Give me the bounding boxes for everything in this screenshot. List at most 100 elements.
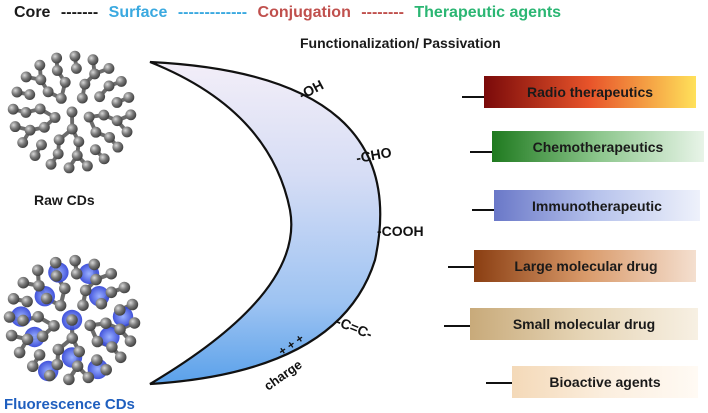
carbon-atom <box>70 62 82 74</box>
header-therapeutic: Therapeutic agents <box>414 4 561 21</box>
carbon-atom <box>32 310 44 323</box>
carbon-atom <box>36 139 47 151</box>
agent-label: Chemotherapeutics <box>533 139 664 155</box>
carbon-atom <box>54 299 67 312</box>
header-dash-2: ------------- <box>178 4 247 21</box>
carbon-atom <box>52 343 65 356</box>
carbon-atom <box>48 320 60 332</box>
surface-crescent <box>149 60 382 386</box>
raw-cds-label: Raw CDs <box>34 192 95 208</box>
fluorescence-cd-fullerene <box>3 254 141 386</box>
agent-label: Large molecular drug <box>514 258 657 274</box>
carbon-atom <box>105 267 118 280</box>
carbon-atom <box>49 256 62 269</box>
carbon-atom <box>43 369 56 382</box>
group-cooh: -COOH <box>377 223 424 239</box>
header-core: Core <box>14 4 51 21</box>
group-cho: -CHO <box>355 144 393 166</box>
carbon-atom <box>7 293 20 305</box>
carbon-atom <box>40 292 53 305</box>
carbon-atom <box>114 351 127 364</box>
carbon-atom <box>71 360 84 372</box>
carbon-atom <box>111 115 123 127</box>
carbon-atom <box>123 91 135 103</box>
carbon-atom <box>104 131 115 143</box>
header-dash-3: -------- <box>361 4 404 21</box>
agent-box-1: Chemotherapeutics <box>470 131 704 162</box>
carbon-atom <box>70 267 83 280</box>
carbon-atom <box>24 89 36 101</box>
carbon-atom <box>45 158 57 170</box>
carbon-atom <box>32 264 44 277</box>
carbon-atom <box>98 153 110 165</box>
carbon-atom <box>90 126 102 138</box>
carbon-atom <box>17 314 29 327</box>
carbon-atom <box>81 160 93 172</box>
agent-box-2: Immunotherapeutic <box>472 190 700 221</box>
carbon-atom <box>63 162 75 174</box>
carbon-atom <box>114 323 126 336</box>
header-line: Core ------- Surface ------------- Conju… <box>14 4 561 21</box>
carbon-atom <box>71 150 83 161</box>
carbon-atom <box>84 319 96 332</box>
carbon-atom <box>105 286 118 299</box>
carbon-atom <box>21 295 33 308</box>
carbon-atom <box>83 111 95 123</box>
agent-label: Radio therapeutics <box>527 84 653 100</box>
carbon-atom <box>42 86 54 98</box>
carbon-atom <box>106 341 118 353</box>
carbon-atom <box>100 317 112 330</box>
carbon-atom <box>126 298 139 311</box>
carbon-atom <box>34 103 46 115</box>
carbon-atom <box>88 258 101 271</box>
carbon-atom <box>118 281 131 294</box>
agent-box-0: Radio therapeutics <box>462 76 696 108</box>
carbon-atom <box>111 97 123 108</box>
carbon-atom <box>87 54 99 66</box>
carbon-atom <box>33 279 45 292</box>
carbon-atom <box>89 68 101 80</box>
carbon-atom <box>51 52 63 64</box>
carbon-atom <box>7 103 19 115</box>
carbon-atom <box>52 148 64 160</box>
carbon-atom <box>112 141 124 153</box>
carbon-atom <box>53 134 65 146</box>
raw-cd-fullerene <box>7 50 137 174</box>
carbon-atom <box>35 74 47 86</box>
carbon-atom <box>21 333 34 346</box>
carbon-atom <box>82 371 95 384</box>
carbon-atom <box>91 335 104 348</box>
carbon-atom <box>11 86 23 98</box>
carbon-atom <box>66 314 78 326</box>
carbon-atom <box>77 299 89 311</box>
carbon-atom <box>69 50 81 62</box>
carbon-atom <box>114 304 126 316</box>
carbon-atom <box>66 332 79 344</box>
carbon-atom <box>94 91 106 103</box>
carbon-atom <box>51 358 64 371</box>
carbon-atom <box>79 78 91 90</box>
carbon-atom <box>66 123 78 135</box>
carbon-atom <box>73 136 85 148</box>
carbon-atom <box>73 345 86 358</box>
carbon-atom <box>90 273 102 286</box>
carbon-atom <box>51 65 63 76</box>
carbon-atom <box>95 297 108 310</box>
carbon-atom <box>33 349 46 361</box>
subtitle: Functionalization/ Passivation <box>300 35 501 51</box>
carbon-atom <box>98 109 110 121</box>
header-dash-1: ------- <box>61 4 98 21</box>
carbon-atom <box>103 80 115 92</box>
agent-box-3: Large molecular drug <box>448 250 696 282</box>
group-cc: -C=C- <box>334 313 375 342</box>
carbon-atom <box>49 112 61 123</box>
carbon-atom <box>58 282 71 295</box>
agent-label: Immunotherapeutic <box>532 198 662 214</box>
carbon-atom <box>63 373 75 386</box>
carbon-atom <box>17 276 30 289</box>
carbon-atom <box>3 311 16 323</box>
carbon-atom <box>79 284 92 297</box>
agent-box-4: Small molecular drug <box>444 308 698 340</box>
carbon-atom <box>26 360 39 373</box>
